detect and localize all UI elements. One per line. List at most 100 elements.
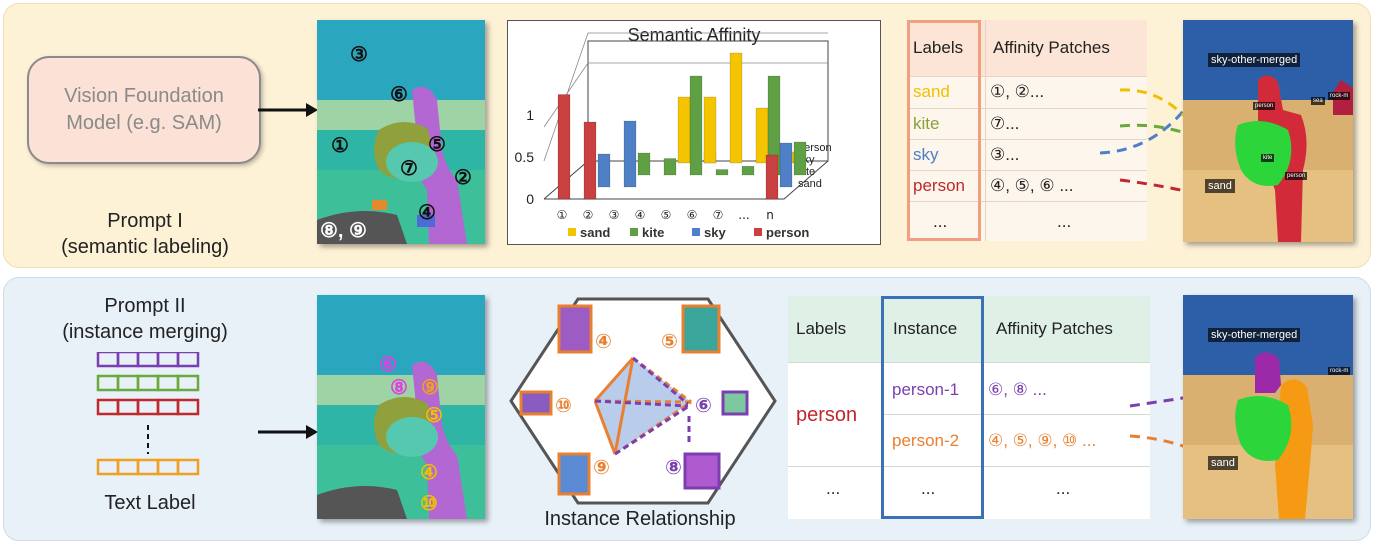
instance-relationship-caption: Instance Relationship — [544, 508, 736, 530]
node-10: ⑩ — [555, 393, 572, 417]
affinity-bar — [689, 75, 703, 176]
mark-8-9: ⑧, ⑨ — [320, 220, 367, 242]
chart-frame — [543, 40, 829, 200]
header-affinity-patches: Affinity Patches — [993, 38, 1110, 57]
instance-patches: ④, ⑤, ⑨, ⑩ ... — [988, 431, 1097, 450]
x-tick-label: ⑤ — [661, 208, 672, 222]
instance-patches: ⑥, ⑧ ... — [988, 380, 1047, 399]
semantic-table: Labels Affinity Patches sand ①, ②... kit… — [907, 20, 1147, 241]
node-6: ⑥ — [695, 393, 712, 417]
tag-person: person — [1253, 102, 1276, 110]
mark-2: ② — [454, 167, 472, 189]
affinity-bar — [637, 152, 651, 176]
embedding-cell — [136, 398, 160, 416]
prompt-1-title: Prompt I — [107, 210, 183, 232]
embedding-cell — [156, 352, 180, 368]
mark-3: ③ — [350, 44, 368, 66]
mark-1: ① — [331, 135, 349, 157]
label-ellipsis: ... — [826, 479, 841, 498]
prompt-2-title: Prompt II — [104, 295, 186, 317]
affinity-bar — [557, 94, 571, 200]
node-9: ⑨ — [593, 455, 610, 479]
mark-4: ④ — [420, 462, 438, 484]
x-tick-label: ... — [738, 208, 749, 222]
mark-7: ⑦ — [400, 158, 418, 180]
header-labels: Labels — [913, 38, 964, 57]
instance-column-highlight — [881, 296, 984, 519]
embedding-cell — [156, 398, 180, 416]
row-label: sand — [913, 82, 950, 101]
tag-kite: kite — [1261, 154, 1275, 162]
segmentation-map-top: ③ ⑥ ① ⑤ ⑦ ② ④ ⑧, ⑨ — [317, 20, 485, 244]
vision-foundation-model-box: Vision Foundation Model (e.g. SAM) — [27, 56, 261, 164]
embedding-cell — [116, 374, 140, 392]
depth-label: person — [798, 142, 832, 154]
tag-sea: sea — [1311, 97, 1325, 105]
instance-name: person-2 — [892, 431, 960, 450]
legend-label: sand — [580, 225, 610, 240]
arrow-icon — [258, 425, 318, 439]
embedding-cell — [156, 458, 180, 476]
x-tick-label: ① — [557, 208, 568, 222]
x-tick-label: ④ — [635, 208, 646, 222]
y-tick-label: 1 — [526, 107, 534, 123]
instance-table: Labels Instance Affinity Patches person … — [788, 296, 1150, 519]
header-instance: Instance — [893, 319, 958, 338]
vfm-label: Vision Foundation Model (e.g. SAM) — [64, 85, 224, 134]
x-tick-label: ⑦ — [713, 208, 724, 222]
embedding-cell — [176, 352, 200, 368]
embedding-cell — [176, 398, 200, 416]
node-5: ⑤ — [661, 329, 678, 353]
affinity-bar — [715, 169, 729, 176]
embedding-cell — [156, 374, 180, 392]
legend-label: person — [766, 225, 809, 240]
embedding-cell — [136, 352, 160, 368]
result-image-top: sky-other-merged sand person person kite… — [1183, 20, 1353, 242]
embedding-cell — [136, 374, 160, 392]
embedding-cell — [96, 374, 120, 392]
embedding-cell — [116, 352, 140, 368]
tag-rock: rock-m — [1328, 92, 1351, 100]
semantic-affinity-chart: Semantic Affinity00.51①②③④⑤⑥⑦...npersons… — [507, 20, 881, 245]
x-tick-label: ③ — [609, 208, 620, 222]
header-affinity-patches: Affinity Patches — [996, 319, 1113, 338]
embedding-cell — [96, 458, 120, 476]
row-label: kite — [913, 114, 940, 133]
tag-person: person — [1285, 172, 1308, 180]
instance-name: person-1 — [892, 380, 960, 399]
prompt-1-subtitle: (semantic labeling) — [61, 236, 229, 258]
arrow-icon — [258, 103, 318, 117]
y-tick-label: 0.5 — [515, 149, 535, 165]
embedding-cell — [176, 458, 200, 476]
mark-5: ⑤ — [425, 405, 443, 427]
affinity-bar — [741, 165, 755, 176]
affinity-bar — [583, 121, 597, 200]
legend-label: kite — [642, 225, 664, 240]
embedding-cell — [176, 374, 200, 392]
mark-5: ⑤ — [428, 134, 446, 156]
legend-swatch — [692, 228, 700, 236]
mark-6: ⑥ — [390, 84, 408, 106]
header-labels: Labels — [796, 319, 847, 338]
x-tick-label: ② — [583, 208, 594, 222]
legend-swatch — [568, 228, 576, 236]
segmentation-map-bottom: ⑥ ⑧ ⑨ ⑤ ④ ⑩ — [317, 295, 485, 519]
row-label: ... — [933, 212, 948, 231]
affinity-bar — [677, 96, 691, 164]
x-tick-label: ⑥ — [687, 208, 698, 222]
labels-column-highlight — [907, 20, 981, 241]
node-4: ④ — [595, 329, 612, 353]
affinity-bar — [597, 153, 611, 188]
embedding-cell — [116, 398, 140, 416]
tag-sky-other-merged: sky-other-merged — [1208, 328, 1301, 342]
embedding-cell — [116, 458, 140, 476]
row-patches: ... — [1057, 212, 1072, 231]
embedding-cell — [96, 398, 120, 416]
row-label: sky — [913, 145, 939, 164]
affinity-bar — [779, 142, 793, 188]
row-patches: ④, ⑤, ⑥ ... — [990, 176, 1074, 195]
instance-relationship-graph: ④ ⑤ ⑥ ⑩ ⑨ ⑧ — [509, 297, 777, 505]
text-label-caption: Text Label — [104, 492, 196, 514]
embedding-cell — [96, 352, 120, 368]
embedding-cell — [136, 458, 160, 476]
